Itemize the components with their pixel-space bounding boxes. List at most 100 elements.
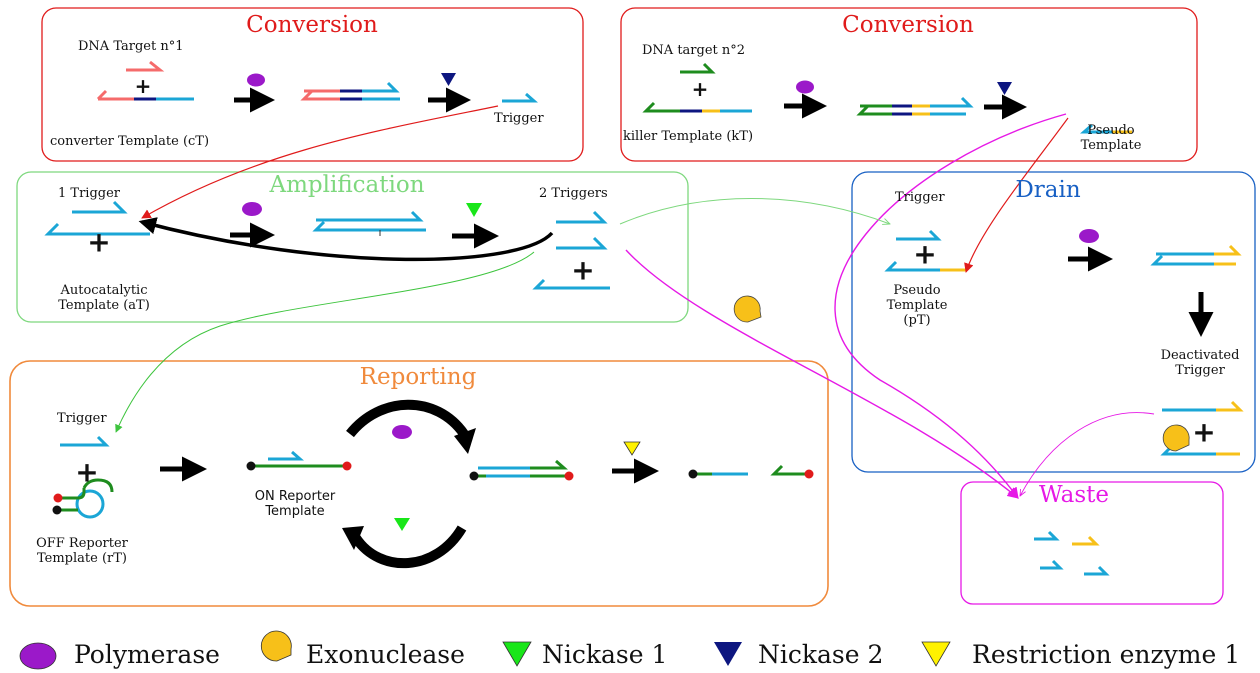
- cycle-arrow-top: [346, 399, 469, 438]
- quencher-dot: [564, 471, 574, 481]
- legend-nickase-1-label: Nickase 1: [542, 640, 668, 669]
- cycle-arrow-bottom-head: [342, 526, 364, 550]
- reporting-title: Reporting: [359, 364, 477, 390]
- exonuclease-icon: [1162, 424, 1190, 452]
- on-reporter-label-line1: ON Reporter: [254, 489, 336, 504]
- drain-duplex: [1150, 244, 1242, 266]
- quencher-dot: [804, 469, 814, 479]
- autocatalytic-template-label: Autocatalytic Template (aT): [58, 283, 150, 313]
- nickase-1-icon: [394, 518, 410, 531]
- fluorophore-dot: [469, 471, 479, 481]
- fluorophore-dot: [246, 461, 256, 471]
- link-pseudo-template-to-waste: [834, 113, 1067, 499]
- polymerase-icon: [796, 80, 814, 94]
- aT-duplex: [312, 210, 426, 236]
- plus-sign: +: [913, 237, 937, 271]
- plus-sign: +: [75, 455, 99, 489]
- trigger-product-label: Trigger: [494, 111, 544, 126]
- autocatalytic-template-label-line2: Template (aT): [58, 298, 150, 313]
- exonuclease-icon: [733, 295, 762, 323]
- legend-polymerase-label: Polymerase: [74, 640, 220, 669]
- legend-nickase-2-label: Nickase 2: [758, 640, 884, 669]
- converter-template-label: converter Template (cT): [50, 134, 210, 149]
- plus-sign: +: [1192, 415, 1216, 449]
- amplification-feedback-arrow: [138, 217, 554, 262]
- trigger-strand: [60, 435, 110, 447]
- waste-box: [960, 481, 1224, 605]
- deactivated-trigger-line1: Deactivated: [1160, 348, 1240, 363]
- waste-strands: [1034, 530, 1110, 576]
- killer-template-strand: [642, 101, 752, 113]
- pseudo-template-strand: [1080, 123, 1132, 134]
- kT-duplex: [856, 96, 974, 116]
- conversion-1-title: Conversion: [246, 12, 378, 38]
- on-reporter-label-line2: Template: [265, 504, 325, 519]
- plus-sign: +: [134, 74, 152, 98]
- plus-sign: +: [571, 253, 595, 287]
- autocatalytic-template-strand: [44, 222, 150, 236]
- autocatalytic-template-label-line1: Autocatalytic: [60, 283, 148, 298]
- fluorophore-dot: [52, 505, 62, 515]
- killer-template-label: killer Template (kT): [623, 129, 754, 144]
- quencher-dot: [342, 461, 352, 471]
- trigger-strand: [72, 200, 128, 214]
- conversion-2-box: [620, 7, 1198, 162]
- cycle-arrow-top-head: [454, 428, 476, 454]
- restriction-enzyme-1-icon: [623, 441, 641, 456]
- nickase-2-icon: [997, 82, 1012, 95]
- legend-exonuclease-label: Exonuclease: [306, 640, 465, 669]
- conversion-2-title: Conversion: [842, 12, 974, 38]
- polymerase-icon: [19, 642, 57, 670]
- on-reporter-label: ON Reporter Template: [255, 489, 336, 519]
- cycle-arrow-bottom: [351, 525, 467, 569]
- dna-target-2-label: DNA target n°2: [642, 43, 746, 58]
- fluorophore-dot: [688, 469, 698, 479]
- drain-pseudo-template-label: Pseudo Template (pT): [887, 283, 948, 328]
- legend-restriction-enzyme-label: Restriction enzyme 1: [972, 640, 1241, 669]
- drain-pseudo-template-line3: (pT): [903, 313, 931, 328]
- nickase-1-icon: [466, 203, 482, 217]
- conversion-1-box: [41, 7, 584, 162]
- deactivated-trigger-line2: Trigger: [1175, 363, 1225, 378]
- cT-duplex: [300, 81, 400, 101]
- exonuclease-icon: [260, 630, 292, 662]
- link-triggers-to-drain: [619, 198, 890, 225]
- off-reporter-template: [60, 478, 114, 519]
- nickase-2-icon: [714, 642, 742, 666]
- deactivated-trigger-label: Deactivated Trigger: [1161, 348, 1240, 378]
- dna-target-1-strand: [126, 60, 165, 72]
- plus-sign: +: [691, 77, 709, 101]
- drain-trigger-label: Trigger: [895, 190, 945, 205]
- link-deactivated-to-waste: [1020, 412, 1155, 496]
- two-triggers-label: 2 Triggers: [539, 186, 608, 201]
- nickase-2-icon: [441, 73, 456, 86]
- amplification-title: Amplification: [269, 172, 425, 198]
- nickase-1-icon: [502, 641, 532, 667]
- dna-target-1-label: DNA Target n°1: [78, 39, 184, 54]
- polymerase-icon: [247, 73, 265, 87]
- reporting-box: [9, 360, 829, 607]
- polymerase-icon: [1079, 229, 1099, 243]
- amplification-box: [16, 171, 689, 323]
- drain-pseudo-template-line2: Template: [886, 298, 948, 313]
- reporting-trigger-label: Trigger: [57, 411, 107, 426]
- two-triggers-strands: [532, 210, 610, 290]
- off-reporter-label-line2: Template (rT): [37, 551, 127, 566]
- converter-template-strand: [96, 89, 194, 101]
- off-reporter-label: OFF Reporter Template (rT): [36, 536, 128, 566]
- polymerase-icon: [242, 202, 262, 216]
- on-reporter-template: [254, 450, 346, 468]
- link-trigger-to-amplification: [141, 105, 499, 219]
- waste-title: Waste: [1038, 482, 1110, 508]
- quencher-dot: [53, 493, 63, 503]
- pseudo-template-product-label: Pseudo Template: [1081, 123, 1142, 153]
- one-trigger-label: 1 Trigger: [58, 186, 120, 201]
- polymerase-icon: [392, 425, 412, 439]
- off-reporter-label-line1: OFF Reporter: [36, 536, 128, 551]
- dna-target-2-strand: [680, 62, 716, 74]
- drain-title: Drain: [1015, 177, 1081, 203]
- link-triggers-to-reporting: [115, 251, 535, 433]
- trigger-strand: [502, 92, 538, 103]
- cleaved-quencher-strand: [770, 464, 808, 476]
